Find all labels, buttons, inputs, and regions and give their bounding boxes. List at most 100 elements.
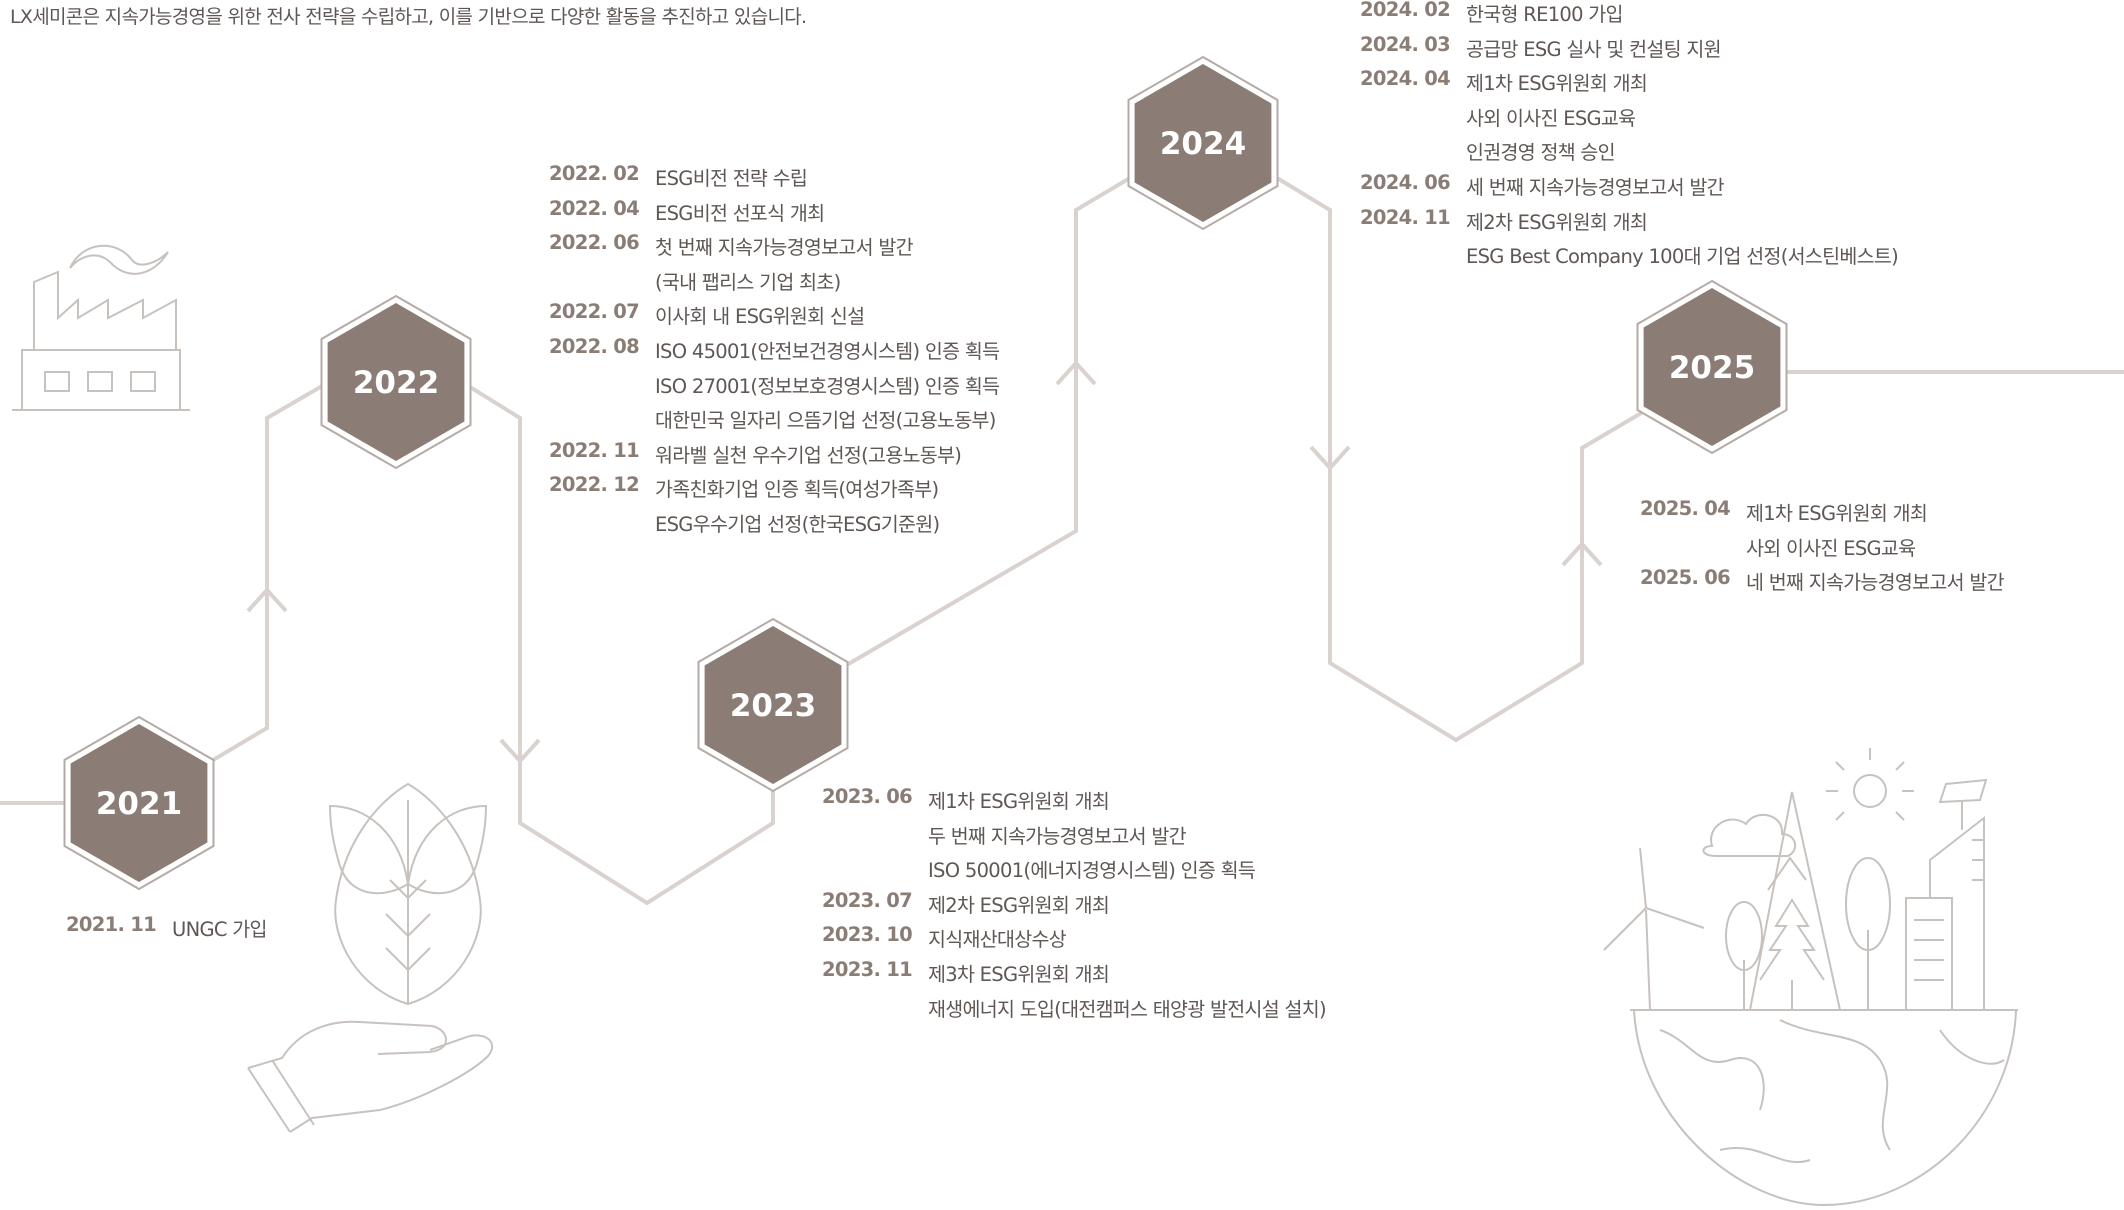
events-2024: 2024. 02 한국형 RE100 가입 2024. 03 공급망 ESG 실사 및… bbox=[1360, 0, 1899, 275]
event-text: 인권경영 정책 승인 bbox=[1466, 141, 1616, 165]
event-text: ISO 27001(정보보호경영시스템) 인증 획득 bbox=[655, 374, 1000, 398]
arrow-up-icon bbox=[1561, 541, 1603, 567]
event-row: 2022. 07 이사회 내 ESG위원회 신설 bbox=[549, 300, 999, 335]
leaf-hand-icon bbox=[247, 782, 494, 1133]
event-text: 대한민국 일자리 으뜸기업 선정(고용노동부) bbox=[655, 409, 996, 433]
event-text: 두 번째 지속가능경영보고서 발간 bbox=[928, 824, 1187, 848]
event-text: 한국형 RE100 가입 bbox=[1466, 3, 1623, 26]
event-date: 2022. 12 bbox=[549, 473, 640, 497]
year-label: 2023 bbox=[730, 688, 816, 724]
event-text: UNGC 가입 bbox=[172, 918, 267, 941]
event-date: 2025. 04 bbox=[1640, 497, 1731, 520]
event-text: 사외 이사진 ESG교육 bbox=[1466, 106, 1636, 130]
event-text: 제1차 ESG위원회 개최 bbox=[928, 790, 1110, 813]
year-node-2024: 2024 bbox=[1127, 55, 1279, 231]
event-text: 이사회 내 ESG위원회 신설 bbox=[655, 305, 865, 329]
event-row: 2022. 12 가족친화기업 인증 획득(여성가족부) bbox=[549, 473, 999, 508]
event-text: (국내 팹리스 기업 최초) bbox=[655, 270, 841, 294]
arrow-up-icon bbox=[1055, 360, 1097, 386]
event-text: 가족친화기업 인증 획득(여성가족부) bbox=[655, 478, 939, 502]
event-row: 사외 이사진 ESG교육 bbox=[1360, 102, 1898, 137]
event-text: ESG비전 전략 수립 bbox=[655, 167, 808, 190]
event-text: 첫 번째 지속가능경영보고서 발간 bbox=[655, 236, 914, 260]
event-text: 지식재산대상수상 bbox=[928, 928, 1067, 952]
year-label: 2022 bbox=[353, 365, 439, 401]
arrow-down-icon bbox=[499, 738, 541, 764]
event-date: 2022. 02 bbox=[549, 162, 640, 185]
hexagon-fill bbox=[704, 626, 842, 784]
event-text: 재생에너지 도입(대전캠퍼스 태양광 발전시설 설치) bbox=[928, 997, 1327, 1021]
event-row: 2024. 03 공급망 ESG 실사 및 컨설팅 지원 bbox=[1360, 33, 1898, 68]
timeline-path bbox=[0, 173, 2124, 906]
hexagon-fill bbox=[70, 724, 208, 882]
event-row: 2025. 06 네 번째 지속가능경영보고서 발간 bbox=[1640, 566, 2005, 601]
event-date: 2022. 06 bbox=[549, 231, 640, 255]
event-date: 2022. 04 bbox=[549, 196, 640, 220]
event-date: 2023. 06 bbox=[822, 785, 913, 808]
event-date: 2023. 11 bbox=[822, 957, 913, 981]
event-text: 세 번째 지속가능경영보고서 발간 bbox=[1466, 175, 1725, 199]
event-text: 사외 이사진 ESG교육 bbox=[1746, 536, 1916, 560]
event-row: (국내 팹리스 기업 최초) bbox=[549, 266, 999, 301]
event-text: 공급망 ESG 실사 및 컨설팅 지원 bbox=[1466, 37, 1722, 61]
event-date: 2024. 02 bbox=[1360, 0, 1451, 21]
year-node-2022: 2022 bbox=[320, 294, 472, 470]
arrow-down-icon bbox=[1309, 445, 1351, 471]
event-row: 사외 이사진 ESG교육 bbox=[1640, 532, 2004, 567]
hexagon-fill bbox=[327, 303, 465, 461]
event-row: 재생에너지 도입(대전캠퍼스 태양광 발전시설 설치) bbox=[822, 993, 1327, 1028]
event-row: 2022. 06 첫 번째 지속가능경영보고서 발간 bbox=[549, 231, 999, 266]
intro-text: LX세미콘은 지속가능경영을 위한 전사 전략을 수립하고, 이를 기반으로 다… bbox=[10, 6, 807, 28]
event-text: 제3차 ESG위원회 개최 bbox=[928, 962, 1110, 986]
event-row: 대한민국 일자리 으뜸기업 선정(고용노동부) bbox=[549, 404, 999, 439]
event-text: 제1차 ESG위원회 개최 bbox=[1746, 502, 1928, 525]
event-row: 2022. 02 ESG비전 전략 수립 bbox=[549, 162, 999, 197]
event-row: ISO 50001(에너지경영시스템) 인증 획득 bbox=[822, 854, 1326, 889]
hexagon-fill bbox=[1134, 64, 1272, 222]
event-date: 2024. 04 bbox=[1360, 67, 1451, 91]
event-row: 두 번째 지속가능경영보고서 발간 bbox=[822, 820, 1326, 855]
green-city-globe-icon bbox=[1603, 748, 2018, 1207]
event-row: ESG우수기업 선정(한국ESG기준원) bbox=[549, 508, 999, 543]
factory-icon bbox=[12, 244, 190, 411]
event-row: ESG Best Company 100대 기업 선정(서스틴베스트) bbox=[1360, 240, 1899, 275]
year-node-2023: 2023 bbox=[697, 617, 849, 793]
event-text: 네 번째 지속가능경영보고서 발간 bbox=[1746, 571, 2005, 595]
event-date: 2022. 08 bbox=[549, 334, 640, 358]
event-text: 제2차 ESG위원회 개최 bbox=[1466, 210, 1648, 234]
event-row: 2022. 08 ISO 45001(안전보건경영시스템) 인증 획득 bbox=[549, 334, 1000, 370]
year-node-2025: 2025 bbox=[1636, 279, 1788, 455]
event-date: 2022. 07 bbox=[549, 300, 640, 324]
event-row: 2025. 04 제1차 ESG위원회 개최 bbox=[1640, 497, 2004, 532]
event-date: 2023. 10 bbox=[822, 923, 913, 947]
event-row: 2023. 06 제1차 ESG위원회 개최 bbox=[822, 785, 1326, 820]
event-row: 2024. 06 세 번째 지속가능경영보고서 발간 bbox=[1360, 171, 1898, 206]
event-text: ESG Best Company 100대 기업 선정(서스틴베스트) bbox=[1466, 245, 1899, 269]
event-date: 2025. 06 bbox=[1640, 566, 1731, 590]
year-label: 2024 bbox=[1160, 126, 1246, 162]
event-date: 2024. 03 bbox=[1360, 32, 1451, 56]
event-row: 2023. 10 지식재산대상수상 bbox=[822, 923, 1326, 958]
event-date: 2022. 11 bbox=[549, 438, 640, 462]
arrow-icons bbox=[246, 360, 1603, 764]
year-node-2021: 2021 bbox=[63, 715, 215, 891]
year-label: 2021 bbox=[96, 786, 182, 822]
event-date: 2024. 06 bbox=[1360, 170, 1451, 194]
arrow-up-icon bbox=[246, 587, 288, 613]
hexagon-fill bbox=[1643, 288, 1781, 446]
event-row: 인권경영 정책 승인 bbox=[1360, 136, 1898, 171]
event-date: 2024. 11 bbox=[1360, 205, 1451, 229]
event-row: 2024. 02 한국형 RE100 가입 bbox=[1360, 0, 1898, 33]
event-text: ESG우수기업 선정(한국ESG기준원) bbox=[655, 512, 940, 536]
event-text: 제2차 ESG위원회 개최 bbox=[928, 893, 1110, 917]
event-text: ISO 45001(안전보건경영시스템) 인증 획득 bbox=[655, 339, 1000, 363]
event-row: 2023. 11 제3차 ESG위원회 개최 bbox=[822, 958, 1326, 993]
